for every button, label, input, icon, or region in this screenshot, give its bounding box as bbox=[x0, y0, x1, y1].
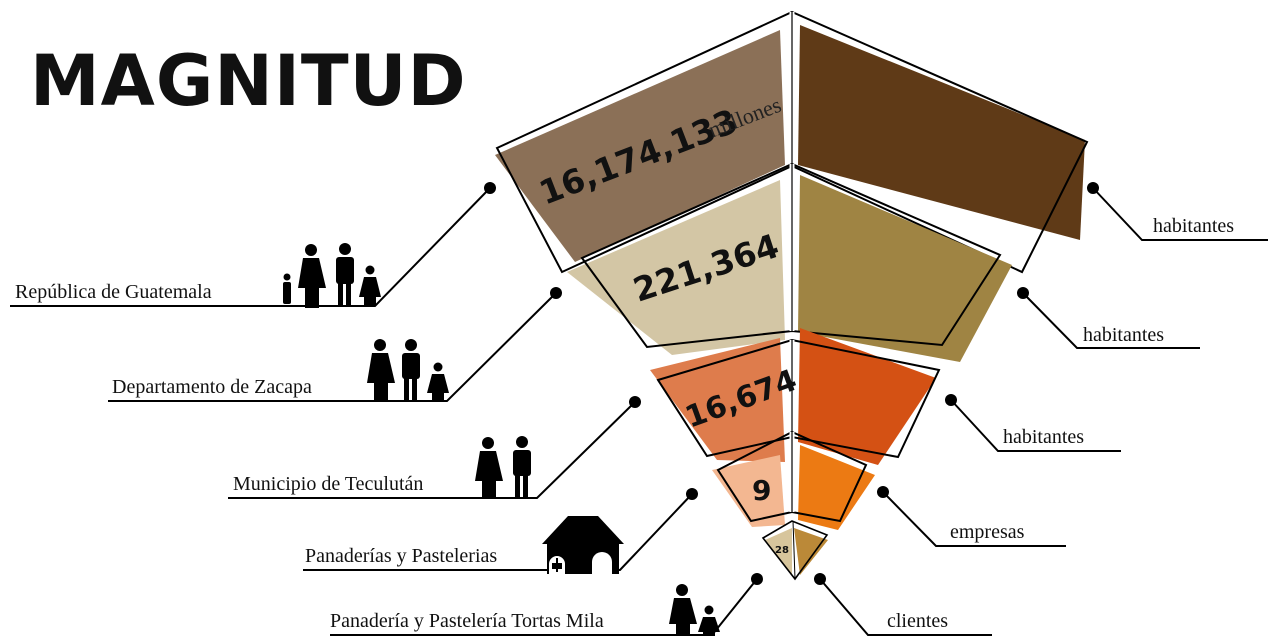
level-5-outline bbox=[761, 520, 829, 581]
level-1-left-leader bbox=[10, 182, 496, 307]
level-3-left-label: Municipio de Teculután bbox=[233, 473, 423, 495]
level-4-right-leader bbox=[877, 486, 1066, 547]
family-of-three-icon bbox=[367, 339, 449, 401]
bakery-building-icon bbox=[542, 516, 624, 574]
level-4-left-fill bbox=[712, 455, 785, 527]
level-5-left-label: Panadería y Pastelería Tortas Mila bbox=[330, 610, 604, 632]
level-4-left-leader bbox=[303, 488, 698, 571]
level-2-left-label: Departamento de Zacapa bbox=[112, 376, 312, 398]
level-2-right-leader bbox=[1017, 287, 1200, 349]
mother-and-child-icon bbox=[669, 584, 720, 636]
funnel-level-3: 16,674 Municipio de Teculután habitantes bbox=[228, 328, 1121, 499]
level-1-right-label: habitantes bbox=[1153, 215, 1234, 237]
level-5-value: 28 bbox=[775, 545, 789, 556]
level-1-right-leader bbox=[1087, 182, 1268, 241]
funnel-level-4: 9 Panaderías y Pastelerias empresas bbox=[303, 430, 1066, 574]
level-2-right-fill bbox=[798, 175, 1012, 362]
level-5-right-fill bbox=[794, 528, 828, 575]
level-2-right-label: habitantes bbox=[1083, 324, 1164, 346]
funnel-level-5: 28 Panadería y Pastelería Tortas Mila cl… bbox=[330, 520, 992, 636]
diagram-title: MAGNITUD bbox=[30, 40, 467, 122]
level-4-value: 9 bbox=[752, 474, 771, 507]
level-1-right-fill bbox=[798, 25, 1085, 240]
level-3-left-fill bbox=[650, 338, 785, 462]
level-3-right-leader bbox=[945, 394, 1121, 452]
level-5-right-leader bbox=[814, 573, 992, 636]
level-3-right-fill bbox=[798, 328, 936, 465]
level-4-left-label: Panaderías y Pastelerias bbox=[305, 545, 497, 567]
level-4-right-fill bbox=[798, 445, 875, 530]
family-of-four-icon bbox=[283, 243, 381, 308]
funnel-level-2: 221,364 Departamento de Zacapa habitante… bbox=[108, 162, 1200, 402]
couple-icon bbox=[475, 436, 531, 498]
level-2-left-leader bbox=[108, 287, 562, 402]
level-5-right-label: clientes bbox=[887, 610, 948, 632]
level-3-left-leader bbox=[228, 396, 641, 499]
level-4-right-label: empresas bbox=[950, 521, 1025, 543]
level-3-right-label: habitantes bbox=[1003, 426, 1084, 448]
level-1-left-fill bbox=[495, 30, 785, 262]
level-5-left-fill bbox=[765, 528, 792, 575]
level-1-left-label: República de Guatemala bbox=[15, 281, 212, 303]
